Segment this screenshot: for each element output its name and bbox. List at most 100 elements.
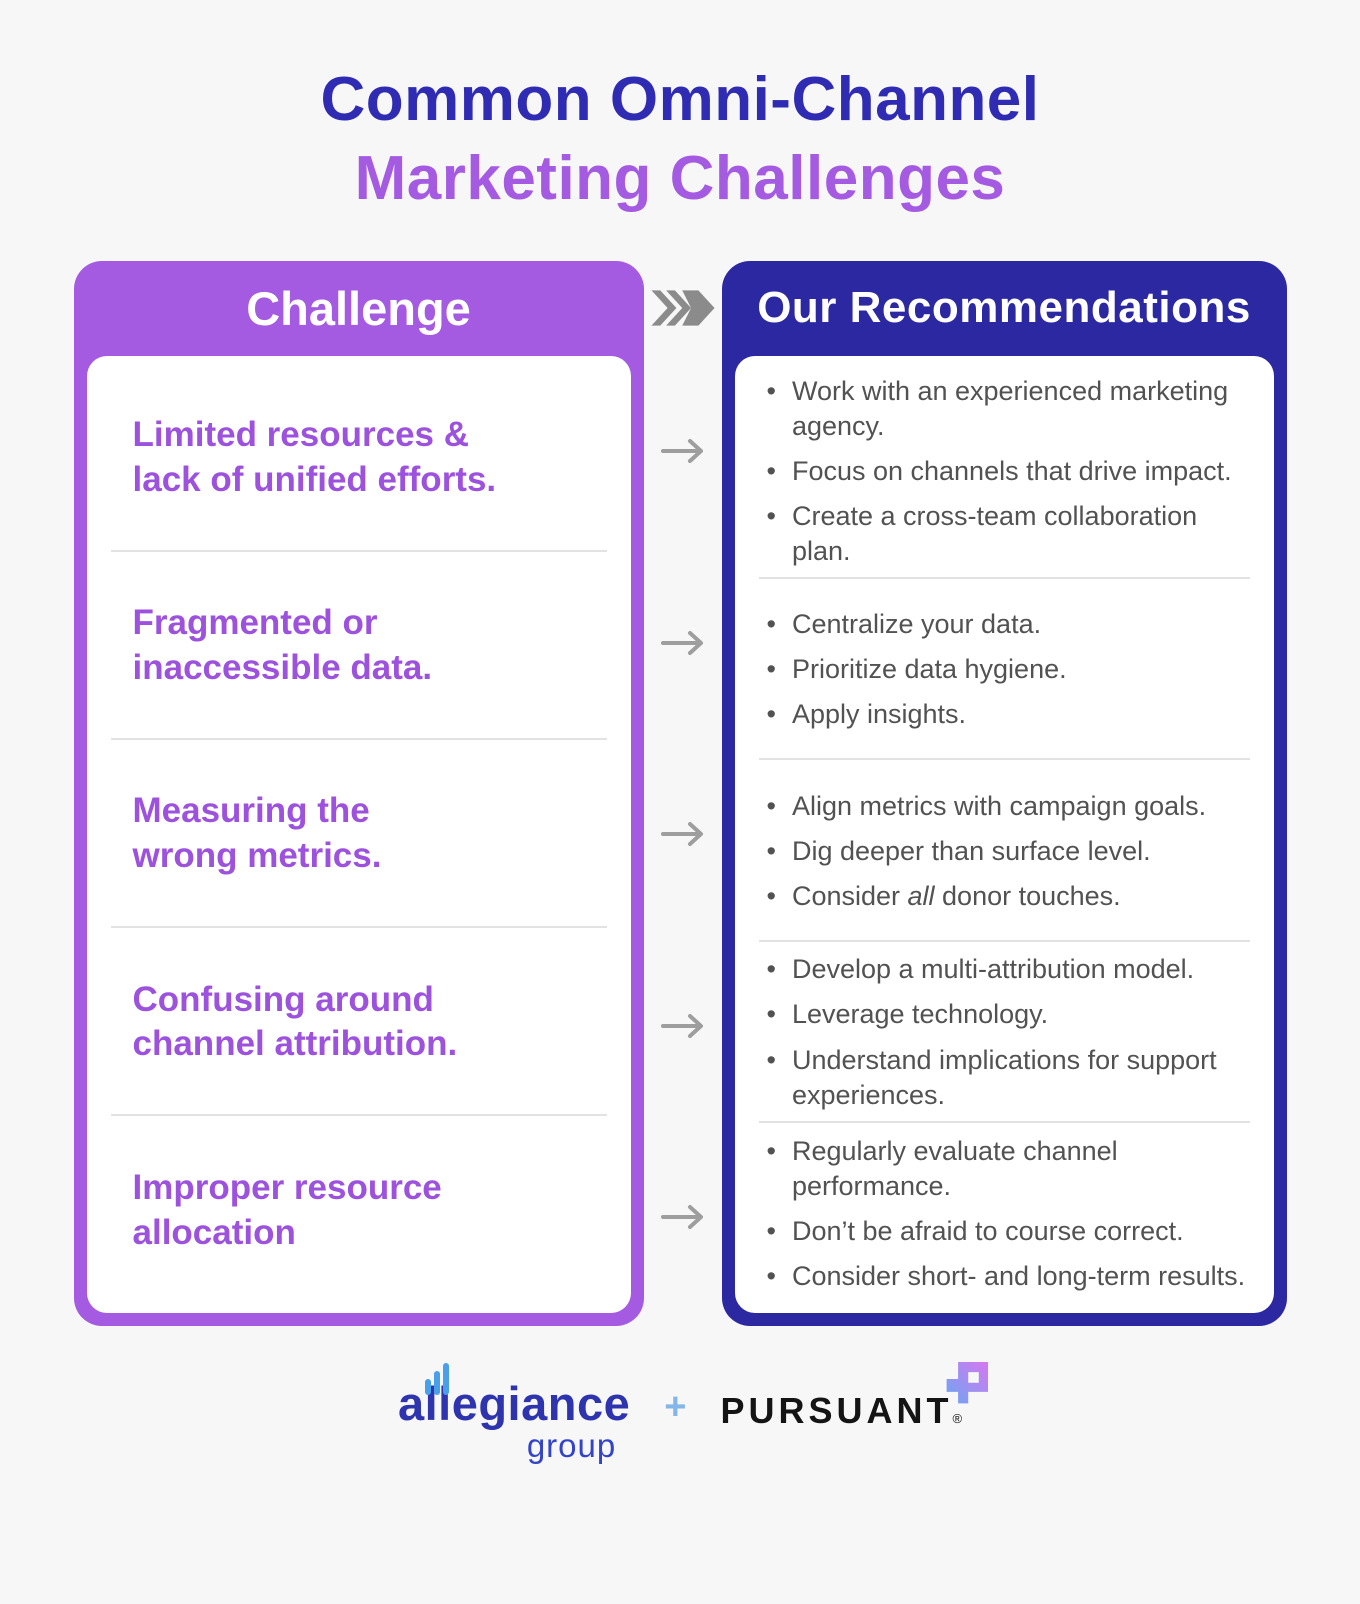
allegiance-group-logo: allegiance group xyxy=(398,1362,630,1464)
challenge-text-line1: Improper resource xyxy=(132,1167,442,1207)
bullet-icon: • xyxy=(766,999,776,1030)
challenge-row: Confusing around channel attribution. xyxy=(87,928,631,1117)
right-arrow-icon xyxy=(660,820,706,848)
plus-separator: + xyxy=(664,1386,687,1429)
challenge-text-line1: Limited resources & xyxy=(132,414,470,454)
recommendation-text: Don’t be afraid to course correct. xyxy=(791,1215,1184,1246)
recommendation-text: Regularly evaluate channel performance. xyxy=(791,1135,1118,1201)
bullet-icon: • xyxy=(766,790,776,821)
bullet-icon: • xyxy=(766,1135,776,1166)
right-arrow-icon xyxy=(660,437,706,465)
arrow-cell xyxy=(644,930,722,1121)
comparison-board: Challenge Limited resources &lack of uni… xyxy=(73,260,1287,1326)
bullet-icon: • xyxy=(766,654,776,685)
bullet-icon: • xyxy=(766,375,776,406)
challenge-text: Confusing around channel attribution. xyxy=(133,978,585,1068)
recommendation-item: • Consider all donor touches. xyxy=(767,879,1250,914)
bullet-icon: • xyxy=(766,699,776,730)
page-title-line1: Common Omni-Channel xyxy=(320,65,1040,134)
recommendation-item: • Develop a multi-attribution model. xyxy=(767,952,1250,987)
recommendations-list: • Develop a multi-attribution model. • Leve… xyxy=(767,942,1250,1122)
recommendation-text: Leverage technology. xyxy=(791,999,1049,1030)
row-connectors xyxy=(644,356,722,1326)
recommendations-row: • Develop a multi-attribution model. • Leve… xyxy=(735,942,1274,1124)
recommendations-row: • Align metrics with campaign goals. • Dig … xyxy=(735,760,1274,943)
bullet-icon: • xyxy=(766,880,776,911)
challenge-text-line2: channel attribution. xyxy=(132,1024,458,1064)
page-title-line2: Marketing Challenges xyxy=(354,144,1006,214)
recommendation-item: • Focus on channels that drive impact. xyxy=(767,454,1250,489)
triple-chevron-right-icon xyxy=(650,285,716,331)
recommendations-rows: • Work with an experienced marketing agen… xyxy=(734,355,1274,1313)
challenge-text: Measuring the wrong metrics. xyxy=(133,789,585,879)
challenge-text-line1: Confusing around xyxy=(132,979,434,1019)
challenge-row: Improper resource allocation xyxy=(87,1116,631,1304)
challenge-header: Challenge xyxy=(246,281,471,335)
recommendation-text: Consider short- and long-term results. xyxy=(791,1261,1246,1292)
challenge-text: Limited resources &lack of unified effor… xyxy=(133,413,585,503)
recommendation-item: • Consider short- and long-term results. xyxy=(767,1259,1250,1294)
recommendations-row: • Work with an experienced marketing agen… xyxy=(735,364,1274,580)
challenge-row: Limited resources &lack of unified effor… xyxy=(87,364,631,553)
footer-logos: allegiance group + PURSUANT® xyxy=(0,1361,1360,1464)
recommendation-text: Work with an experienced marketing agenc… xyxy=(791,375,1229,441)
connector-gutter xyxy=(644,261,722,1326)
recommendation-text: Create a cross-team collaboration plan. xyxy=(791,500,1198,566)
challenge-text-line2: allocation xyxy=(132,1212,296,1252)
recommendation-text: Focus on channels that drive impact. xyxy=(791,455,1232,486)
recommendations-list: • Regularly evaluate channel performance.… xyxy=(767,1124,1250,1304)
bullet-icon: • xyxy=(766,455,776,486)
recommendation-text: Develop a multi-attribution model. xyxy=(791,954,1195,985)
recommendations-header: Our Recommendations xyxy=(757,283,1251,333)
page-title: Common Omni-Channel Marketing Challenges xyxy=(0,64,1360,215)
registered-mark: ® xyxy=(952,1410,963,1426)
bullet-icon: • xyxy=(766,954,776,985)
recommendations-list: • Align metrics with campaign goals. • Dig … xyxy=(767,779,1250,924)
recommendation-text: Consider all donor touches. xyxy=(791,880,1121,911)
recommendation-item: • Apply insights. xyxy=(767,697,1250,732)
recommendation-item: • Work with an experienced marketing agen… xyxy=(767,374,1250,444)
pursuant-p-mark-icon xyxy=(942,1361,989,1408)
challenge-text-line1: Measuring the xyxy=(132,791,370,831)
recommendation-item: • Dig deeper than surface level. xyxy=(767,834,1250,869)
challenge-text-line2: wrong metrics. xyxy=(132,836,382,876)
recommendation-text: Understand implications for support expe… xyxy=(791,1044,1217,1110)
challenge-rows: Limited resources &lack of unified effor… xyxy=(86,355,631,1313)
challenge-text: Improper resource allocation xyxy=(133,1166,585,1256)
recommendation-text: Prioritize data hygiene. xyxy=(791,654,1067,685)
recommendation-text: Dig deeper than surface level. xyxy=(791,835,1151,866)
recommendations-list: • Centralize your data. • Prioritize data h… xyxy=(767,597,1250,742)
challenge-row: Measuring the wrong metrics. xyxy=(87,740,631,929)
recommendation-item: • Leverage technology. xyxy=(767,997,1250,1032)
bar-chart-icon xyxy=(424,1362,451,1395)
recommendation-text: Centralize your data. xyxy=(791,609,1042,640)
recommendations-card: Our Recommendations • Work with an experi… xyxy=(721,260,1287,1326)
arrow-cell xyxy=(644,1121,722,1312)
recommendation-text: Align metrics with campaign goals. xyxy=(791,790,1207,821)
bullet-icon: • xyxy=(766,1215,776,1246)
challenge-card: Challenge Limited resources &lack of uni… xyxy=(73,260,644,1326)
recommendation-item: • Align metrics with campaign goals. xyxy=(767,789,1250,824)
right-arrow-icon xyxy=(660,1012,706,1040)
recommendation-item: • Don’t be afraid to course correct. xyxy=(767,1214,1250,1249)
recommendation-item: • Prioritize data hygiene. xyxy=(767,652,1250,687)
pursuant-logo: PURSUANT® xyxy=(720,1361,989,1432)
recommendations-row: • Regularly evaluate channel performance.… xyxy=(735,1123,1274,1304)
challenge-text-line1: Fragmented or xyxy=(132,603,378,643)
arrow-cell xyxy=(644,738,722,929)
bullet-icon: • xyxy=(766,835,776,866)
bullet-icon: • xyxy=(766,1261,776,1292)
arrow-cell xyxy=(644,356,722,547)
recommendations-row: • Centralize your data. • Prioritize data h… xyxy=(735,579,1274,761)
recommendation-text: Apply insights. xyxy=(791,699,967,730)
recommendation-item: • Centralize your data. xyxy=(767,607,1250,642)
recommendation-item: •Understand implications for support exp… xyxy=(767,1043,1250,1113)
bullet-icon: • xyxy=(766,609,776,640)
pursuant-wordmark: PURSUANT xyxy=(720,1389,953,1431)
recommendation-item: • Create a cross-team collaboration plan. xyxy=(767,499,1250,569)
arrow-cell xyxy=(644,547,722,738)
allegiance-group-sub: group xyxy=(526,1426,617,1464)
bullet-icon: • xyxy=(766,500,776,531)
